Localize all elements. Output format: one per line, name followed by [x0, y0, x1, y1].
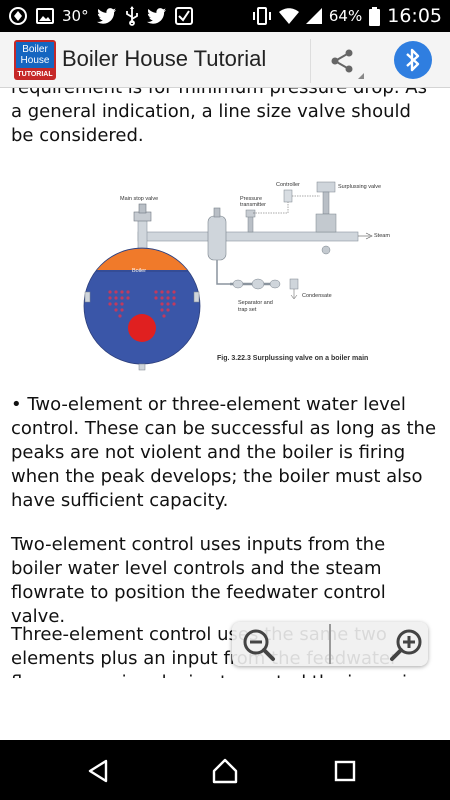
label-condensate: Condensate — [302, 293, 332, 299]
app-notification-icon — [8, 6, 28, 26]
zoom-out-icon — [243, 629, 275, 661]
overflow-indicator — [358, 73, 364, 79]
label-pressure-transmitter: Pressure transmitter — [240, 196, 266, 208]
home-button[interactable] — [211, 757, 239, 785]
battery-icon — [369, 6, 381, 26]
logo-tag: TUTORIAL — [17, 71, 53, 78]
label-main-stop-valve: Main stop valve — [120, 196, 159, 202]
zoom-out-button[interactable] — [232, 622, 329, 666]
twitter-icon — [146, 8, 167, 24]
zoom-in-icon — [390, 629, 422, 661]
signal-icon — [305, 8, 322, 24]
zoom-divider — [329, 624, 331, 664]
back-button[interactable] — [86, 758, 112, 784]
label-separator: Separator and trap set — [238, 300, 273, 313]
bluetooth-icon — [406, 48, 420, 72]
bluetooth-button[interactable] — [394, 41, 432, 79]
wifi-icon — [278, 8, 299, 24]
recents-icon — [334, 760, 356, 782]
home-icon — [212, 758, 238, 784]
clock: 16:05 — [387, 5, 442, 27]
image-icon — [36, 7, 54, 25]
battery-percent: 64% — [328, 7, 363, 25]
edit-check-icon — [174, 7, 193, 25]
article-content[interactable]: requirement is for minimum pressure drop… — [0, 88, 450, 678]
weather-temperature: 30° — [62, 7, 89, 25]
logo-line1: Boiler — [22, 44, 48, 55]
diagram-graphic — [83, 181, 373, 371]
usb-icon — [125, 6, 139, 26]
app-bar: Boiler House TUTORIAL Boiler House Tutor… — [0, 32, 450, 88]
vibrate-icon — [252, 7, 272, 25]
share-button[interactable] — [310, 39, 370, 83]
zoom-in-button[interactable] — [331, 622, 428, 666]
paragraph: • Two-element or three-element water lev… — [11, 394, 437, 511]
status-bar: 30° 64% 16:05 — [0, 0, 450, 32]
boiler-diagram: Boiler Main stop valve Pressure transmit… — [80, 180, 400, 376]
figure-caption: Fig. 3.22.3 Surplussing valve on a boile… — [217, 355, 369, 362]
zoom-control — [232, 622, 428, 666]
app-title: Boiler House Tutorial — [62, 46, 267, 71]
twitter-icon — [96, 8, 117, 24]
navigation-bar — [0, 740, 450, 800]
logo-line2: House — [20, 55, 50, 66]
label-boiler: Boiler — [132, 268, 147, 274]
paragraph: requirement is for minimum pressure drop… — [11, 88, 427, 146]
label-controller: Controller — [276, 182, 300, 188]
label-steam: Steam — [374, 233, 390, 239]
back-icon — [88, 759, 108, 783]
label-surplussing-valve: Surplussing valve — [338, 184, 382, 190]
recents-button[interactable] — [334, 760, 356, 782]
paragraph: Two-element control uses inputs from the… — [11, 534, 386, 627]
share-icon — [331, 49, 353, 73]
app-logo: Boiler House TUTORIAL — [14, 40, 56, 80]
